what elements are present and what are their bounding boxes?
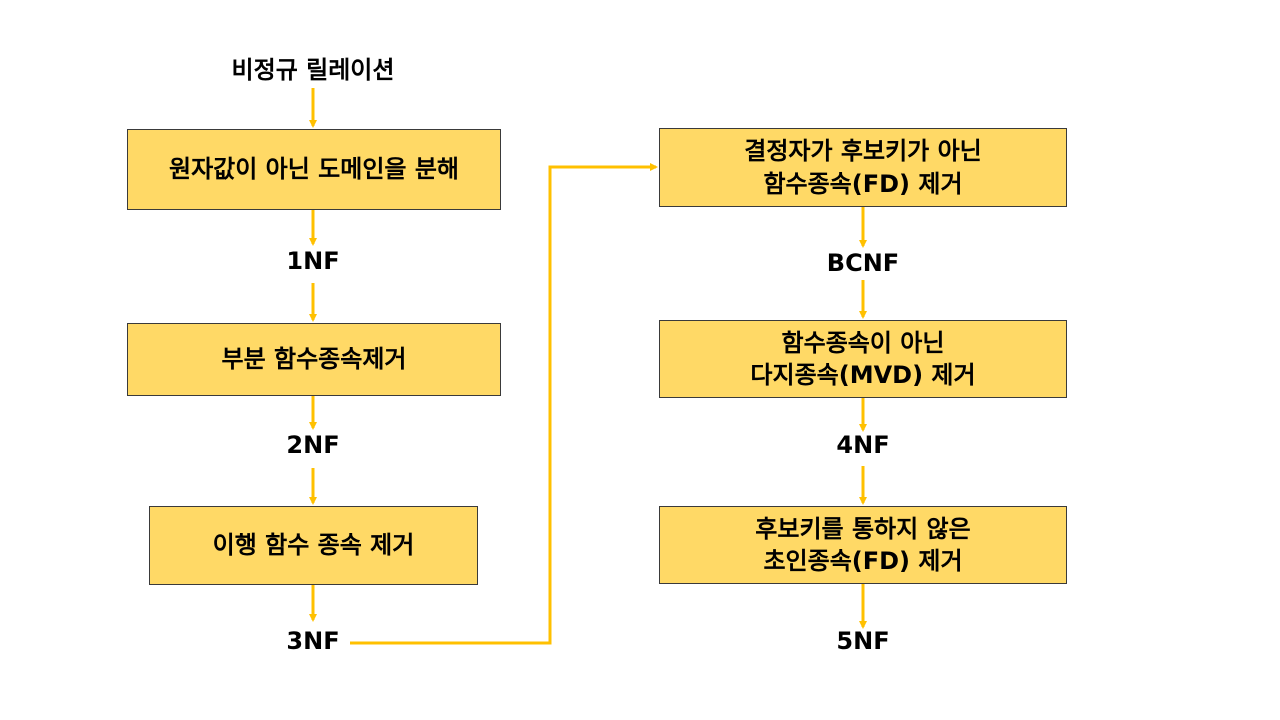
- arrow-3nf-to-bcnf-step: [350, 163, 658, 645]
- result-4nf: 4NF: [836, 431, 890, 459]
- step-remove-transitive-dependency: 이행 함수 종속 제거: [149, 506, 478, 585]
- result-bcnf: BCNF: [826, 249, 900, 277]
- step-remove-join-dependency: 후보키를 통하지 않은 초인종속(FD) 제거: [659, 506, 1067, 584]
- result-1nf: 1NF: [286, 247, 340, 275]
- step-remove-mvd: 함수종속이 아닌 다지종속(MVD) 제거: [659, 320, 1067, 398]
- title-unnormalized-relation: 비정규 릴레이션: [231, 56, 395, 84]
- step-decompose-non-atomic-domain: 원자값이 아닌 도메인을 분해: [127, 129, 501, 210]
- step-remove-non-candidate-determinant-fd: 결정자가 후보키가 아닌 함수종속(FD) 제거: [659, 128, 1067, 207]
- step-remove-partial-dependency: 부분 함수종속제거: [127, 323, 501, 396]
- result-3nf: 3NF: [286, 627, 340, 655]
- result-5nf: 5NF: [836, 627, 890, 655]
- result-2nf: 2NF: [286, 431, 340, 459]
